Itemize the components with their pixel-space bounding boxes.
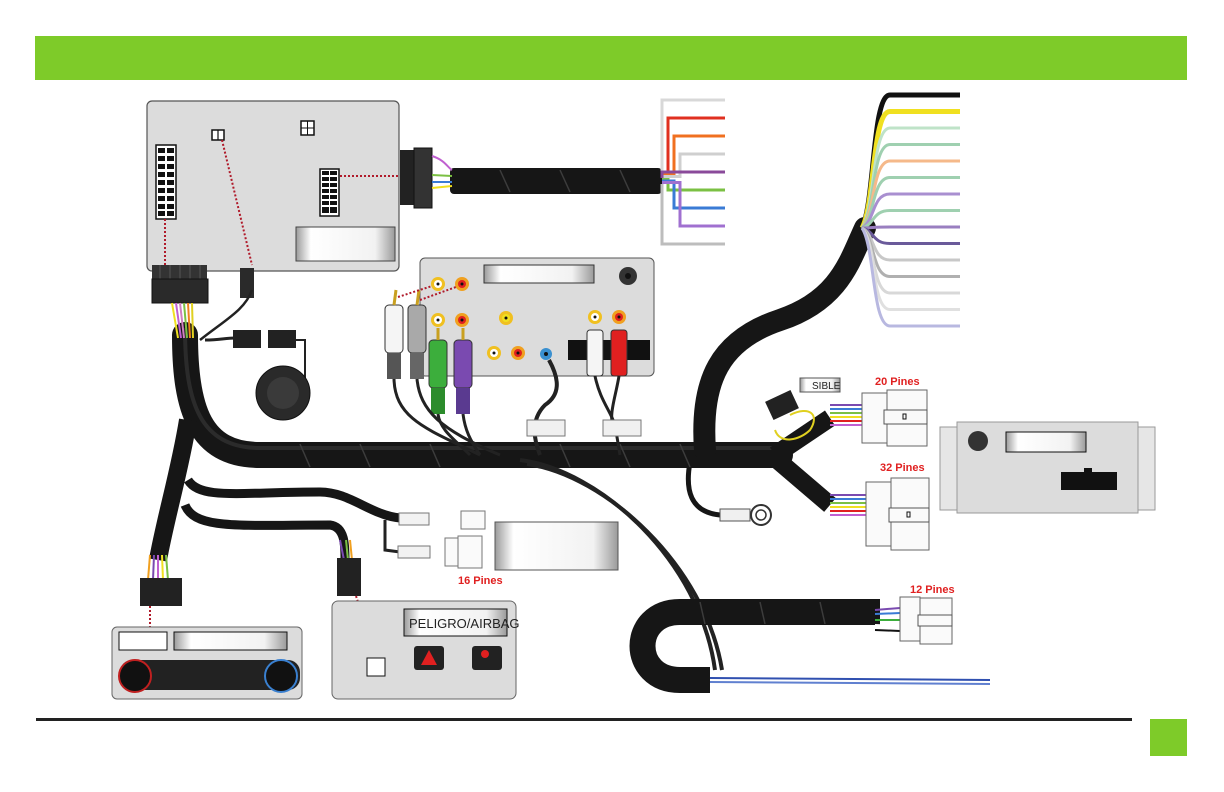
pins-12-label: 12 Pines <box>910 584 955 596</box>
climate-control-panel <box>112 555 302 699</box>
wire <box>662 184 725 244</box>
connector-16-pin: 16 Pines <box>385 511 503 587</box>
cable-tag <box>527 420 565 436</box>
pins-32-label: 32 Pines <box>880 462 925 474</box>
wire <box>862 211 960 229</box>
connector-socket-medium <box>320 169 339 216</box>
connector-32-pin: 32 Pines <box>830 462 929 550</box>
head-unit-connector <box>1061 472 1117 490</box>
airbag-panel: PELIGRO/AIRBAG <box>332 540 520 699</box>
climate-plug <box>140 578 182 606</box>
pins-16-label: 16 Pines <box>458 575 503 587</box>
wire-fan-left <box>662 100 725 244</box>
pins-20-label: 20 Pines <box>875 376 920 388</box>
wire <box>862 228 960 244</box>
fuse-tag-text: SIBLE <box>812 381 841 392</box>
connector-12-pin: 12 Pines <box>875 584 955 644</box>
head-unit <box>940 422 1155 513</box>
wire-fan-right <box>862 95 960 326</box>
airbag-panel-label: PELIGRO/AIRBAG <box>409 616 520 631</box>
head-unit-label-plate <box>1006 432 1086 452</box>
speaker <box>200 290 310 420</box>
ground-ring <box>720 505 771 525</box>
wire <box>662 118 725 174</box>
connector-socket-large <box>156 145 176 219</box>
av-label-plate <box>484 265 594 283</box>
cable-tag <box>603 420 641 436</box>
connector-20-pin: 20 Pines <box>830 376 927 446</box>
main-plug <box>152 279 208 303</box>
module-label-plate-2 <box>495 522 618 570</box>
footer-divider <box>36 718 1132 721</box>
side-connector <box>400 148 452 208</box>
airbag-plug <box>337 558 361 596</box>
module-label-plate <box>296 227 395 261</box>
interface-module <box>147 101 400 338</box>
wire <box>662 181 725 208</box>
page-number-box <box>1150 719 1187 756</box>
airbag-indicator <box>472 646 502 670</box>
av-panel <box>385 258 654 455</box>
wire <box>862 227 960 228</box>
